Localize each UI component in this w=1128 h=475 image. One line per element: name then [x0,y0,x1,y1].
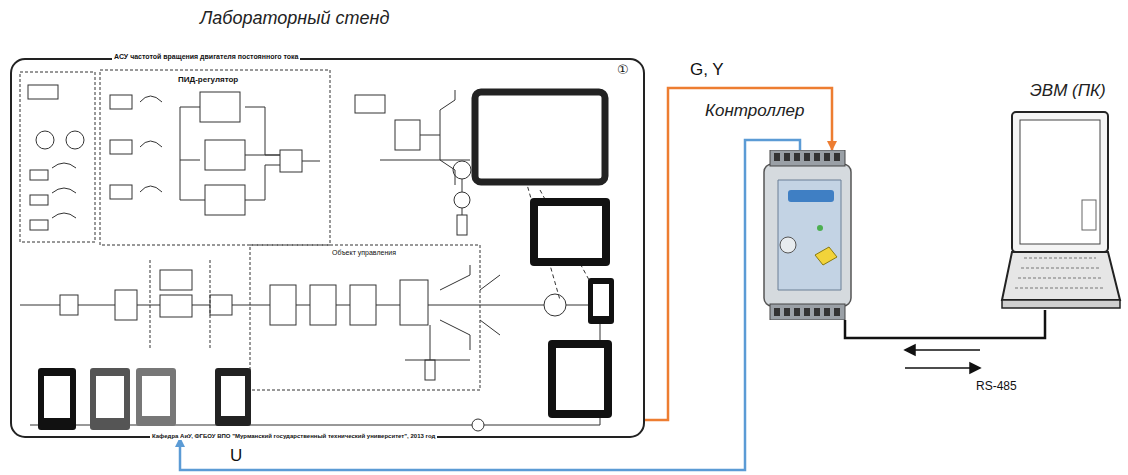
node-heading: Контроллер [705,100,804,121]
board-caption: Объект управления [330,249,398,257]
board-outline [10,58,645,438]
laptop-outline [1000,110,1122,310]
signal-label: U [230,446,242,466]
controller-outline [760,150,855,320]
controller-node: Контроллер [760,150,855,320]
signal-label: RS-485 [976,380,1017,394]
signal-label: G, Y [690,60,724,80]
laptop-node: ЭВМ (ПК) [1000,110,1122,310]
node-heading: ЭВМ (ПК) [1030,80,1106,101]
board-node: Лабораторный стенд [10,58,645,438]
board-caption: ① [617,63,629,78]
signal-connector [845,310,1045,338]
board-caption: АСУ частотой вращения двигателя постоянн… [112,53,300,61]
signal-connector [180,140,800,470]
board-caption: ПИД-регулятор [176,75,240,84]
board-caption: Кафедра АиУ, ФГБОУ ВПО "Мурманский госуд… [150,433,437,440]
node-heading: Лабораторный стенд [200,8,389,29]
